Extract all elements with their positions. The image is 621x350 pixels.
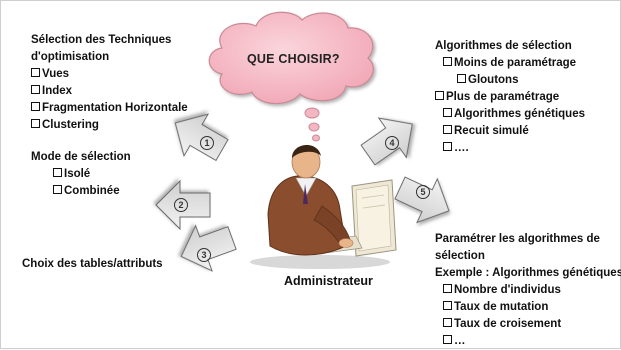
- step1-item-index: Index: [31, 83, 188, 100]
- step2-mode-block: Mode de sélection Isolé Combinée: [31, 149, 131, 200]
- arrow-step-2: [155, 179, 211, 231]
- step5-item-etc: …: [435, 333, 621, 350]
- step2-item-combinee: Combinée: [31, 183, 131, 200]
- step5-title-line-1: Paramétrer les algorithmes de: [435, 233, 600, 245]
- step1-techniques-block: Sélection des Techniques d'optimisation …: [31, 32, 188, 134]
- arrow-step-4: [360, 117, 413, 166]
- svg-text:2: 2: [178, 200, 183, 210]
- step4-group-moins: Moins de paramétrage: [435, 55, 585, 72]
- step2-item-isole: Isolé: [31, 166, 131, 183]
- step5-parameters-block: Paramétrer les algorithmes de sélection …: [435, 231, 621, 350]
- svg-text:1: 1: [204, 138, 209, 148]
- step1-item-clustering: Clustering: [31, 117, 188, 134]
- administrator-illustration: [250, 144, 397, 269]
- step1-item-fragmentation: Fragmentation Horizontale: [31, 100, 188, 117]
- arrow-step-3: [180, 224, 237, 272]
- administrator-label: Administrateur: [284, 274, 373, 288]
- svg-text:3: 3: [201, 250, 206, 260]
- step1-title-line-1: Sélection des Techniques: [31, 34, 172, 46]
- step1-title-line-2: d'optimisation: [31, 51, 110, 63]
- step4-item-gloutons: Gloutons: [435, 72, 585, 89]
- step3-choice-block: Choix des tables/attributs: [22, 256, 163, 273]
- step5-item-mutation: Taux de mutation: [435, 299, 621, 316]
- step4-item-recuit: Recuit simulé: [435, 123, 585, 140]
- step4-group-plus: Plus de paramétrage: [435, 89, 585, 106]
- step5-example: Exemple : Algorithmes génétiques: [435, 267, 621, 279]
- svg-text:4: 4: [389, 138, 394, 148]
- step5-title-line-2: sélection: [435, 250, 485, 262]
- thought-cloud: [208, 11, 374, 105]
- step-number-1: 1: [200, 136, 214, 150]
- step4-item-etc: ….: [435, 140, 585, 157]
- step-number-5: 5: [416, 185, 430, 199]
- arrow-step-1: [174, 113, 229, 162]
- step-number-3: 3: [197, 248, 211, 262]
- step4-algorithms-block: Algorithmes de sélection Moins de paramé…: [435, 38, 585, 157]
- step2-title: Mode de sélection: [31, 151, 131, 163]
- step4-title: Algorithmes de sélection: [435, 40, 572, 52]
- step1-item-vues: Vues: [31, 66, 188, 83]
- thought-bubbles: [304, 107, 320, 142]
- step4-item-genetiques: Algorithmes génétiques: [435, 106, 585, 123]
- cloud-question-text: QUE CHOISIR?: [247, 52, 340, 66]
- svg-text:5: 5: [420, 187, 425, 197]
- step5-item-individus: Nombre d'individus: [435, 282, 621, 299]
- step-number-4: 4: [385, 136, 399, 150]
- step-number-2: 2: [174, 198, 188, 212]
- step5-item-croisement: Taux de croisement: [435, 316, 621, 333]
- step3-title: Choix des tables/attributs: [22, 258, 163, 270]
- arrow-step-5: [394, 176, 450, 224]
